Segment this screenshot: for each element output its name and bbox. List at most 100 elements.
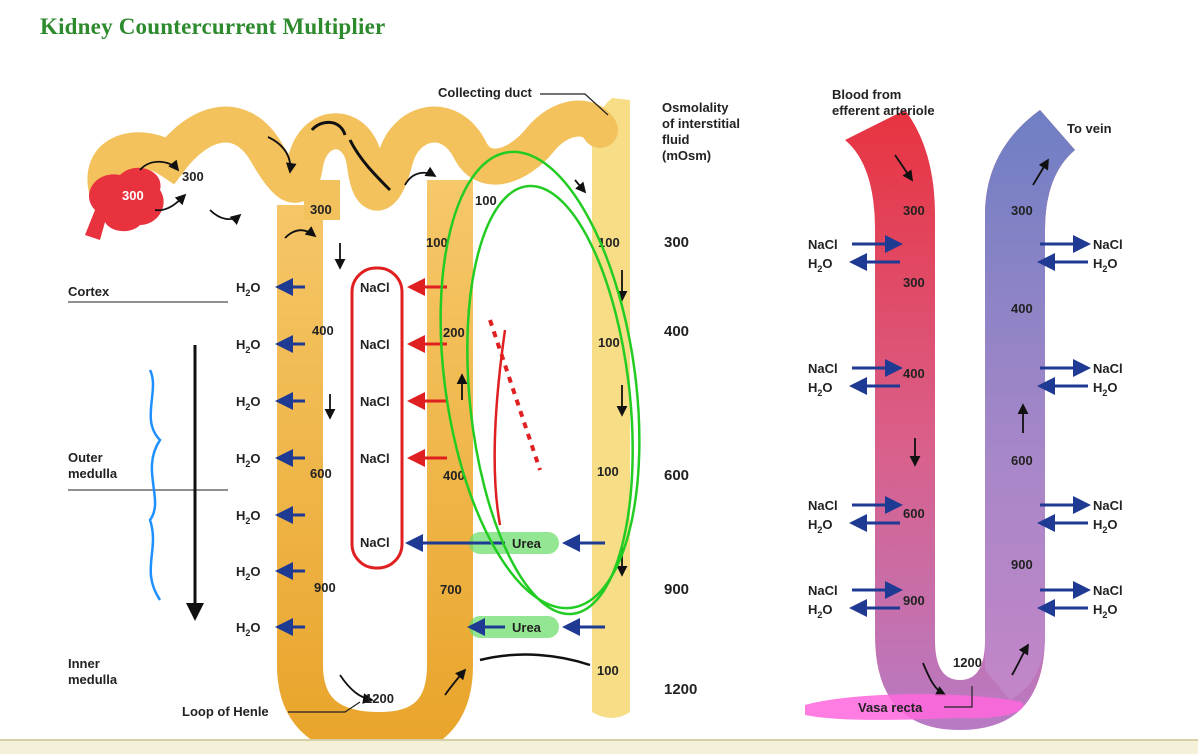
vasa-nacl-l2: NaCl (808, 361, 838, 376)
osmolality-scale: 300 400 600 900 1200 (664, 234, 697, 698)
loop-leader (288, 701, 361, 713)
vasa-value-d4: 600 (903, 506, 925, 521)
nacl-label-2: NaCl (360, 337, 390, 352)
scale-1200: 1200 (664, 681, 697, 698)
blood-from-label-2: efferent arteriole (832, 103, 935, 118)
value-cd3: 100 (597, 464, 619, 479)
value-pct2: 300 (310, 202, 332, 217)
nacl-label-3: NaCl (360, 394, 390, 409)
water-label-7: H2O (236, 620, 261, 638)
value-bottom: 1200 (365, 691, 394, 706)
vasa-h2o-r4: H2O (1093, 602, 1118, 620)
pink-highlight (805, 694, 1024, 720)
scale-900: 900 (664, 581, 689, 598)
vasa-exchange-arrows (849, 235, 1091, 617)
vasa-h2o-l4: H2O (808, 602, 833, 620)
inner-medulla-label-2: medulla (68, 672, 118, 687)
urea-arrows (405, 534, 605, 636)
vasa-nacl-l1: NaCl (808, 237, 838, 252)
vasa-nacl-l3: NaCl (808, 498, 838, 513)
vasa-values: 300 300 400 600 900 1200 300 400 600 900 (903, 203, 1033, 670)
nacl-labels: NaCl NaCl NaCl NaCl NaCl (360, 280, 390, 550)
water-label-5: H2O (236, 508, 261, 526)
vasa-recta (845, 110, 1075, 730)
water-labels: H2O H2O H2O H2O H2O H2O H2O (236, 280, 261, 638)
scale-600: 600 (664, 467, 689, 484)
vasa-nacl-r1: NaCl (1093, 237, 1123, 252)
red-ink-text (488, 319, 542, 471)
vasa-value-d2: 300 (903, 275, 925, 290)
vasa-labels: Blood from efferent arteriole To vein (832, 87, 1112, 136)
vasa-value-d1: 300 (903, 203, 925, 218)
inner-medulla-label-1: Inner (68, 656, 100, 671)
value-pct1: 300 (182, 169, 204, 184)
slide-footer-strip (0, 739, 1198, 754)
green-ink-loop-1 (439, 150, 641, 610)
slide-title: Kidney Countercurrent Multiplier (40, 14, 386, 39)
to-vein-label: To vein (1067, 121, 1112, 136)
collecting-duct-label: Collecting duct (438, 85, 533, 100)
vasa-value-a4: 900 (1011, 557, 1033, 572)
blue-ink-text (148, 369, 162, 601)
value-cd4: 100 (597, 663, 619, 678)
nacl-label-1: NaCl (360, 280, 390, 295)
vasa-nacl-r4: NaCl (1093, 583, 1123, 598)
scale-400: 400 (664, 323, 689, 340)
outer-medulla-label-2: medulla (68, 466, 118, 481)
vasa-h2o-l3: H2O (808, 517, 833, 535)
vasa-value-d5: 900 (903, 593, 925, 608)
red-ink-loop (350, 266, 404, 570)
value-asc400: 400 (443, 468, 465, 483)
green-ink-loop-2 (466, 184, 634, 616)
vasa-exchange-labels: NaCl H2O NaCl H2O NaCl H2O NaCl H2O NaCl… (808, 237, 1123, 620)
vasa-value-a2: 400 (1011, 301, 1033, 316)
value-glom: 300 (122, 188, 144, 203)
vasa-nacl-l4: NaCl (808, 583, 838, 598)
outer-medulla-label-1: Outer (68, 450, 103, 465)
water-label-4: H2O (236, 451, 261, 469)
cortex-label: Cortex (68, 284, 110, 299)
tubule-values: 300 300 300 100 100 400 600 900 1200 200… (122, 169, 620, 706)
black-ink-stroke (479, 653, 591, 667)
osmolality-line-2: of interstitial (662, 116, 740, 131)
water-label-2: H2O (236, 337, 261, 355)
nacl-label-4: NaCl (360, 451, 390, 466)
osmolality-line-3: fluid (662, 132, 689, 147)
water-label-6: H2O (236, 564, 261, 582)
osmolality-line-4: (mOsm) (662, 148, 711, 163)
value-desc900: 900 (314, 580, 336, 595)
vasa-recta-label: Vasa recta (858, 700, 923, 715)
vasa-value-d3: 400 (903, 366, 925, 381)
vasa-value-a3: 600 (1011, 453, 1033, 468)
water-label-1: H2O (236, 280, 261, 298)
osmolality-line-1: Osmolality (662, 100, 729, 115)
loop-of-henle (277, 180, 473, 752)
value-asc-top: 100 (426, 235, 448, 250)
convoluted-tubule (87, 100, 618, 218)
water-arrows (275, 278, 305, 636)
vasa-h2o-r3: H2O (1093, 517, 1118, 535)
scale-300: 300 (664, 234, 689, 251)
vasa-h2o-r2: H2O (1093, 380, 1118, 398)
vasa-value-a1: 300 (1011, 203, 1033, 218)
glomerulus (85, 167, 164, 240)
vasa-value-bottom: 1200 (953, 655, 982, 670)
blood-from-label-1: Blood from (832, 87, 901, 102)
hand-annotations (148, 120, 641, 667)
osmolality-heading: Osmolality of interstitial fluid (mOsm) (662, 100, 740, 163)
vasa-h2o-r1: H2O (1093, 256, 1118, 274)
value-asc200: 200 (443, 325, 465, 340)
vasa-h2o-l1: H2O (808, 256, 833, 274)
water-label-3: H2O (236, 394, 261, 412)
value-desc600: 600 (310, 466, 332, 481)
value-cd2: 100 (598, 335, 620, 350)
vasa-recta-leader (944, 686, 973, 708)
value-desc400: 400 (312, 323, 334, 338)
flow-arrows (139, 136, 628, 704)
vasa-nacl-r2: NaCl (1093, 361, 1123, 376)
urea-label-2: Urea (512, 620, 542, 635)
black-ink-word (310, 120, 392, 192)
vasa-nacl-r3: NaCl (1093, 498, 1123, 513)
